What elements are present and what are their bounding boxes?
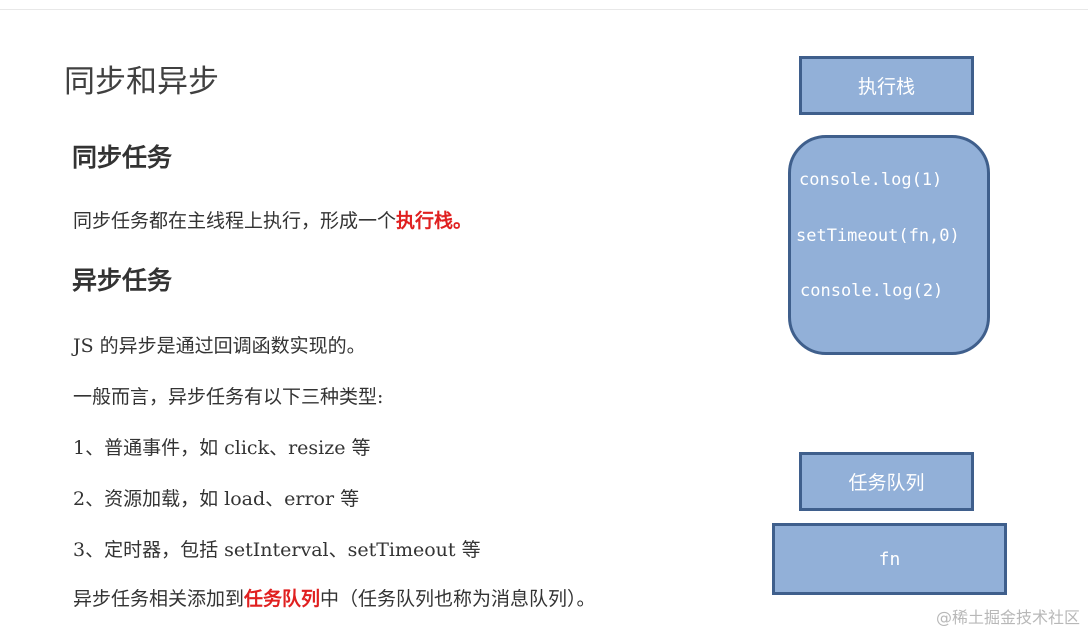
sync-highlight: 执行栈。 — [396, 210, 473, 232]
async-heading: 异步任务 — [72, 266, 173, 295]
sync-description: 同步任务都在主线程上执行，形成一个执行栈。 — [73, 206, 472, 233]
queue-label: 任务队列 — [848, 472, 925, 494]
async-last-line: 异步任务相关添加到任务队列中（任务队列也称为消息队列）。 — [73, 584, 596, 611]
async-last-before: 异步任务相关添加到 — [73, 588, 245, 610]
async-line-2: 一般而言，异步任务有以下三种类型: — [73, 386, 384, 408]
stack-container — [788, 135, 990, 355]
async-item-3: 3、定时器，包括 setInterval、setTimeout 等 — [73, 539, 481, 561]
async-last-after: 中（任务队列也称为消息队列）。 — [320, 588, 596, 610]
watermark: @稀土掘金技术社区 — [935, 608, 1080, 627]
sync-heading: 同步任务 — [72, 143, 173, 172]
stack-item-1: console.log(1) — [799, 170, 943, 190]
async-item-2: 2、资源加载，如 load、error 等 — [73, 488, 360, 510]
async-item-1: 1、普通事件，如 click、resize 等 — [73, 437, 371, 459]
stack-label-box: 执行栈 — [799, 56, 974, 115]
queue-item: fn — [878, 548, 901, 570]
stack-item-3: console.log(2) — [800, 281, 944, 301]
top-divider — [0, 9, 1088, 10]
sync-text: 同步任务都在主线程上执行，形成一个 — [73, 210, 397, 232]
stack-item-2: setTimeout(fn,0) — [796, 226, 960, 246]
async-last-highlight: 任务队列 — [244, 588, 321, 610]
queue-item-box: fn — [772, 523, 1007, 595]
async-line-1: JS 的异步是通过回调函数实现的。 — [73, 335, 366, 357]
slide-title: 同步和异步 — [64, 64, 219, 100]
stack-label: 执行栈 — [857, 76, 915, 98]
queue-label-box: 任务队列 — [799, 452, 974, 511]
